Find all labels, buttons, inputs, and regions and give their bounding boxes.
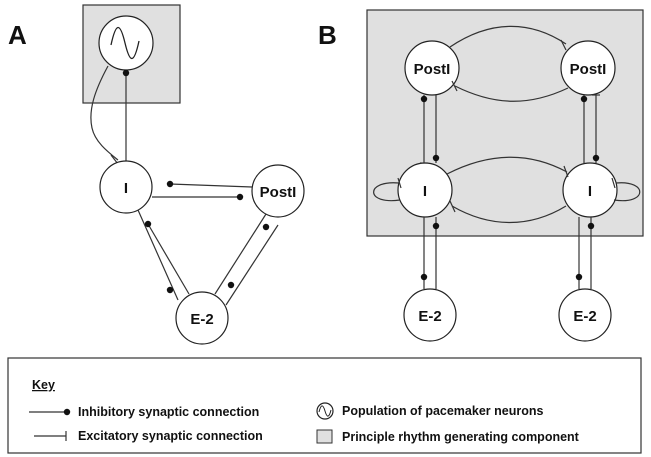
- node-i-b-left: I: [397, 162, 453, 218]
- key-inhibitory-label: Inhibitory synaptic connection: [78, 405, 259, 419]
- sine-wave-icon: [318, 405, 332, 417]
- i-i-upper: [446, 156, 568, 175]
- posti-posti-lower: [454, 85, 569, 102]
- posti-e2-line-2: [225, 224, 279, 306]
- sine-wave-icon: [110, 26, 140, 60]
- node-posti-b-right: PostI: [560, 40, 616, 96]
- inhibitory-dot: [122, 69, 130, 77]
- i-e2-line-1: [137, 209, 179, 301]
- key-excitatory-label: Excitatory synaptic connection: [78, 429, 263, 443]
- key-pacemaker-label: Population of pacemaker neurons: [342, 404, 543, 418]
- pacemaker-curve: [90, 65, 119, 161]
- svg-text:PostI: PostI: [414, 61, 451, 78]
- node-posti-a: PostI: [251, 164, 305, 218]
- self-loop-left: [373, 182, 401, 202]
- panel-label-a: A: [8, 20, 27, 50]
- key-inhibitory-dot: [63, 408, 71, 416]
- node-e2-b-left: E-2: [403, 288, 457, 342]
- svg-text:PostI: PostI: [570, 61, 607, 78]
- key-rhythm-label: Principle rhythm generating component: [342, 430, 580, 444]
- svg-text:E-2: E-2: [418, 308, 441, 325]
- svg-text:I: I: [588, 183, 592, 200]
- self-loop-right: [613, 182, 641, 202]
- i-e2-line-2: [147, 223, 190, 295]
- svg-text:E-2: E-2: [573, 308, 596, 325]
- svg-text:I: I: [423, 183, 427, 200]
- node-i-b-right: I: [562, 162, 618, 218]
- i-i-lower: [451, 205, 567, 224]
- panel-label-b: B: [318, 20, 337, 50]
- posti-e2-line-1: [214, 213, 267, 295]
- svg-text:PostI: PostI: [260, 184, 297, 201]
- node-i-a: I: [99, 160, 153, 214]
- node-posti-b-left: PostI: [404, 40, 460, 96]
- i-posti-upper: [169, 183, 253, 188]
- posti-posti-upper: [449, 25, 567, 48]
- node-e2-a: E-2: [175, 291, 229, 345]
- pacemaker-node: [98, 15, 154, 71]
- svg-text:I: I: [124, 180, 128, 197]
- svg-text:E-2: E-2: [190, 311, 213, 328]
- key-rhythm-swatch: [316, 429, 333, 444]
- node-e2-b-right: E-2: [558, 288, 612, 342]
- key-title: Key: [32, 378, 55, 392]
